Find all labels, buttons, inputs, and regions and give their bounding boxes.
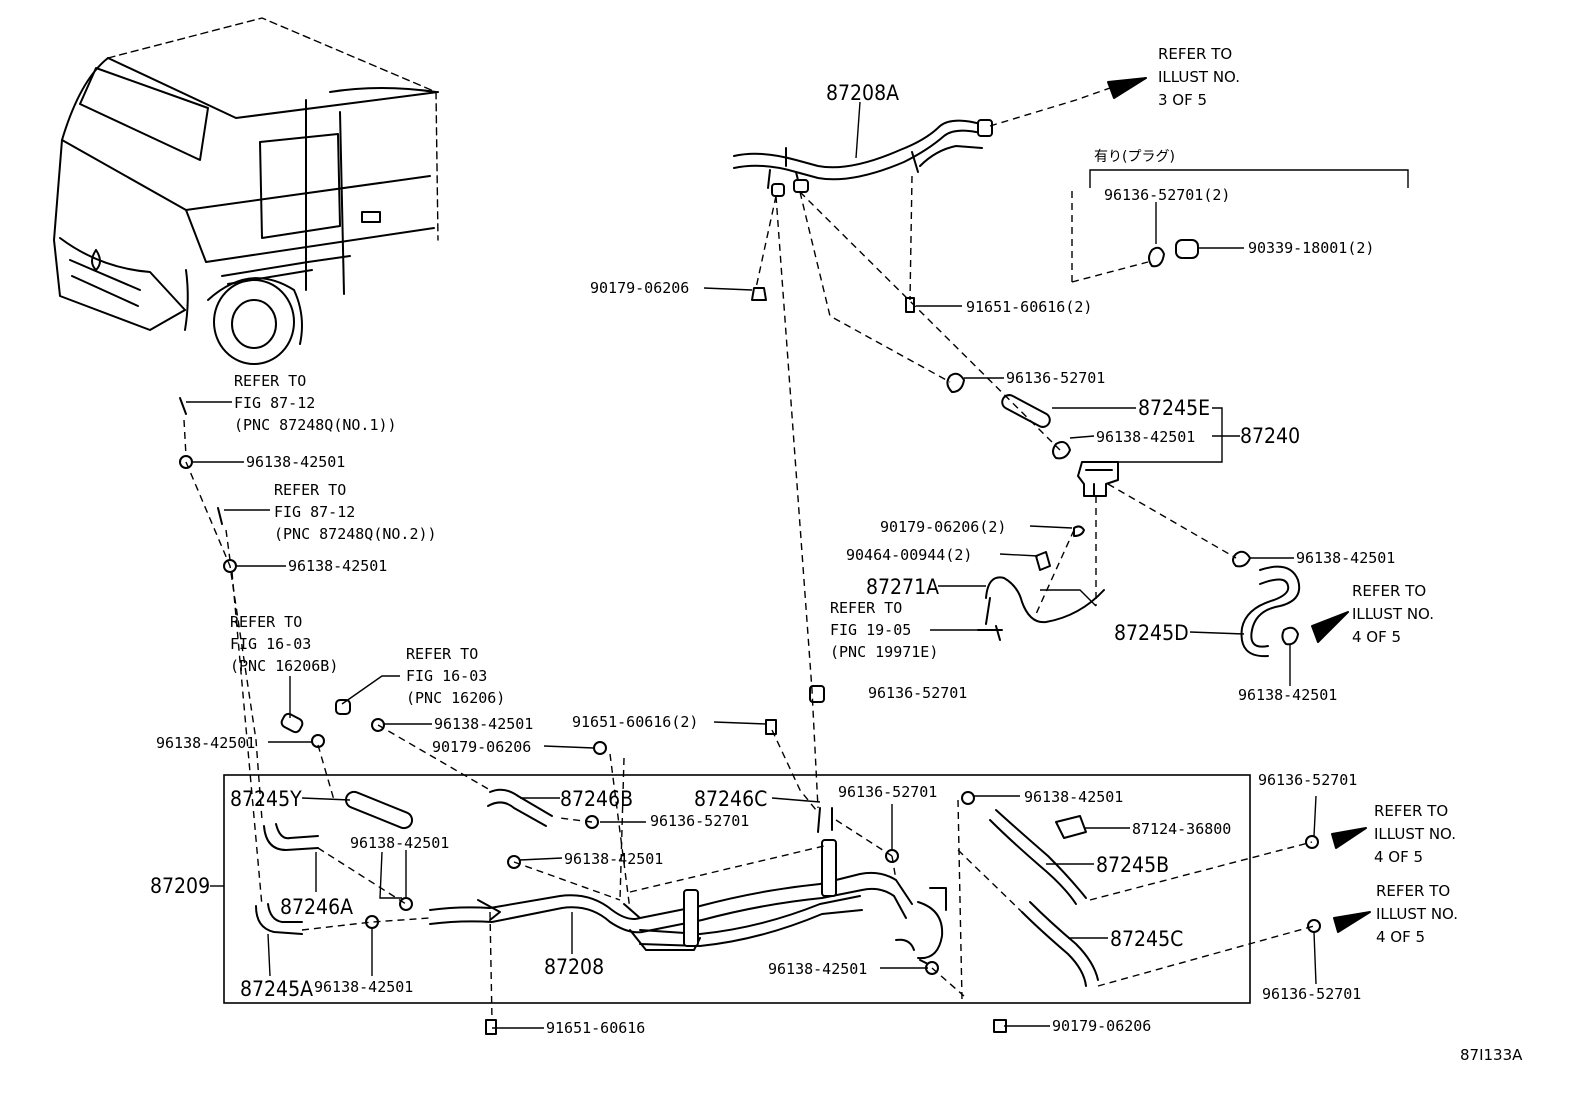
part-96138-42501-b2: 96138-42501: [350, 834, 449, 852]
assembly-frame-87209: [223, 774, 1251, 1004]
labels: 87208A 87209 87208 87240 87245E 87245D 8…: [150, 45, 1523, 1064]
ref-fig8712-2: REFER TO FIG 87-12 (PNC 87248Q(NO.2)): [274, 481, 437, 543]
valve-87240: [946, 372, 1301, 658]
part-96138-42501-b1: 96138-42501: [564, 850, 663, 868]
vehicle-illustration: [53, 17, 439, 365]
ref-fig1603-b: REFER TO FIG 16-03 (PNC 16206B): [230, 613, 338, 675]
part-91651-60616-2-top: 91651-60616(2): [966, 298, 1092, 316]
clamps: [179, 287, 1321, 1035]
label-87245D: 87245D: [1114, 621, 1189, 645]
pipe-87208a: [733, 119, 993, 197]
ref-fig1905: REFER TO FIG 19-05 (PNC 19971E): [830, 599, 938, 661]
part-87124-36800: 87124-36800: [1132, 820, 1231, 838]
part-91651-60616-2-mid: 91651-60616(2): [572, 713, 698, 731]
part-90179-06206-2: 90179-06206(2): [880, 518, 1006, 536]
label-87208A: 87208A: [826, 81, 899, 105]
plug-note: 有り(プラグ): [1094, 149, 1175, 165]
part-90179-06206-bot: 90179-06206: [1052, 1017, 1151, 1035]
ref-4of5-b: REFER TO ILLUST NO. 4 OF 5: [1374, 802, 1461, 866]
part-96138-42501-l2: 96138-42501: [288, 557, 387, 575]
part-96136-52701-b: 96136-52701: [650, 812, 749, 830]
part-96138-42501-c: 96138-42501: [1024, 788, 1123, 806]
part-91651-60616-bot: 91651-60616: [546, 1019, 645, 1037]
pipe-87208: [429, 839, 947, 967]
ref-fig8712-1: REFER TO FIG 87-12 (PNC 87248Q(NO.1)): [234, 372, 397, 434]
label-87245A: 87245A: [240, 977, 313, 1001]
part-96138-42501-bot: 96138-42501: [768, 960, 867, 978]
part-90339-18001-2: 90339-18001(2): [1248, 239, 1374, 257]
part-96136-52701-mid: 96136-52701: [868, 684, 967, 702]
part-96138-42501-l1: 96138-42501: [246, 453, 345, 471]
part-96136-52701-c: 96136-52701: [838, 783, 937, 801]
part-96138-42501-d1: 96138-42501: [1296, 549, 1395, 567]
label-87209: 87209: [150, 874, 210, 898]
label-87245E: 87245E: [1138, 396, 1210, 420]
diagram-code: 87I133A: [1460, 1046, 1523, 1064]
part-96136-52701-e: 96136-52701: [1006, 369, 1105, 387]
part-96136-52701-r1: 96136-52701: [1258, 771, 1357, 789]
label-87246B: 87246B: [560, 787, 633, 811]
arrow-4of5-b: [1331, 827, 1367, 849]
part-96138-42501-m1: 96138-42501: [434, 715, 533, 733]
dashed-guides: [183, 87, 1315, 1021]
label-87246C: 87246C: [694, 787, 767, 811]
part-96136-52701-r2: 96136-52701: [1262, 985, 1361, 1003]
label-87245C: 87245C: [1110, 927, 1183, 951]
part-90464-00944-2: 90464-00944(2): [846, 546, 972, 564]
part-96138-42501-e: 96138-42501: [1096, 428, 1195, 446]
part-90179-06206-mid: 90179-06206: [432, 738, 531, 756]
arrow-4of5-a: [1311, 611, 1349, 643]
plug-kit: [1071, 169, 1409, 283]
cable-87271a: [977, 576, 1105, 641]
part-96136-52701-2: 96136-52701(2): [1104, 186, 1230, 204]
hoses-lower: [255, 788, 1099, 987]
part-96138-42501-d2: 96138-42501: [1238, 686, 1337, 704]
arrow-3of5: [1107, 77, 1147, 99]
ref-fig1603: REFER TO FIG 16-03 (PNC 16206): [406, 645, 505, 707]
label-87271A: 87271A: [866, 575, 939, 599]
arrow-4of5-c: [1333, 911, 1371, 933]
label-87245Y: 87245Y: [230, 787, 302, 811]
label-87208: 87208: [544, 955, 604, 979]
part-90179-06206-top: 90179-06206: [590, 279, 689, 297]
label-87240: 87240: [1240, 424, 1300, 448]
ref-3of5: REFER TO ILLUST NO. 3 OF 5: [1158, 45, 1245, 109]
part-96138-42501-bl: 96138-42501: [314, 978, 413, 996]
part-96138-42501-m2: 96138-42501: [156, 734, 255, 752]
ref-4of5-a: REFER TO ILLUST NO. 4 OF 5: [1352, 582, 1439, 646]
ref-4of5-c: REFER TO ILLUST NO. 4 OF 5: [1376, 882, 1463, 946]
leader-lines: [186, 101, 1317, 1029]
label-87245B: 87245B: [1096, 853, 1169, 877]
label-87246A: 87246A: [280, 895, 353, 919]
arrows: [1107, 77, 1371, 933]
